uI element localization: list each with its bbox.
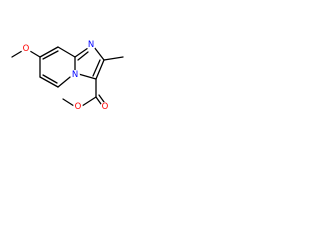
molecule-structure: O N N O O bbox=[11, 40, 124, 112]
bond-methoxy-o-c7 bbox=[29, 50, 41, 58]
ester-ether-oxygen-label: O bbox=[75, 102, 82, 112]
bond-c2-c3-double bbox=[92, 59, 101, 77]
atom-labels: O N N O O bbox=[21, 40, 110, 112]
bond-carbonyl-c-o-double-b bbox=[98, 94, 105, 103]
bond-c2-methyl bbox=[103, 56, 124, 61]
bond-c7-c8-double bbox=[42, 50, 59, 60]
bond-c7-c8 bbox=[39, 46, 59, 58]
ester-carbonyl-oxygen-label: O bbox=[102, 102, 109, 112]
bond-c5-c6 bbox=[39, 76, 59, 88]
bond-c8a-n1 bbox=[74, 47, 89, 58]
bond-c8a-n1-double bbox=[77, 51, 89, 61]
ring-nitrogen-top-label: N bbox=[88, 40, 94, 50]
ring-nitrogen-bridge-label: N bbox=[72, 70, 78, 80]
bond-ether-o-methyl bbox=[62, 98, 75, 107]
bond-n1-c2 bbox=[93, 46, 105, 61]
bond-c2-c3 bbox=[95, 59, 105, 80]
bond-carbonyl-c-o-double-a bbox=[95, 96, 102, 105]
bonds bbox=[11, 46, 124, 107]
bond-methyl-methoxy-o bbox=[11, 50, 23, 58]
bond-c5-c6-double bbox=[42, 74, 58, 84]
bond-carbonyl-c-ether-o bbox=[81, 96, 97, 107]
structure-canvas: O N N O O bbox=[0, 0, 152, 152]
bond-c8-c8a bbox=[57, 46, 76, 58]
methoxy-oxygen-label: O bbox=[23, 44, 30, 54]
